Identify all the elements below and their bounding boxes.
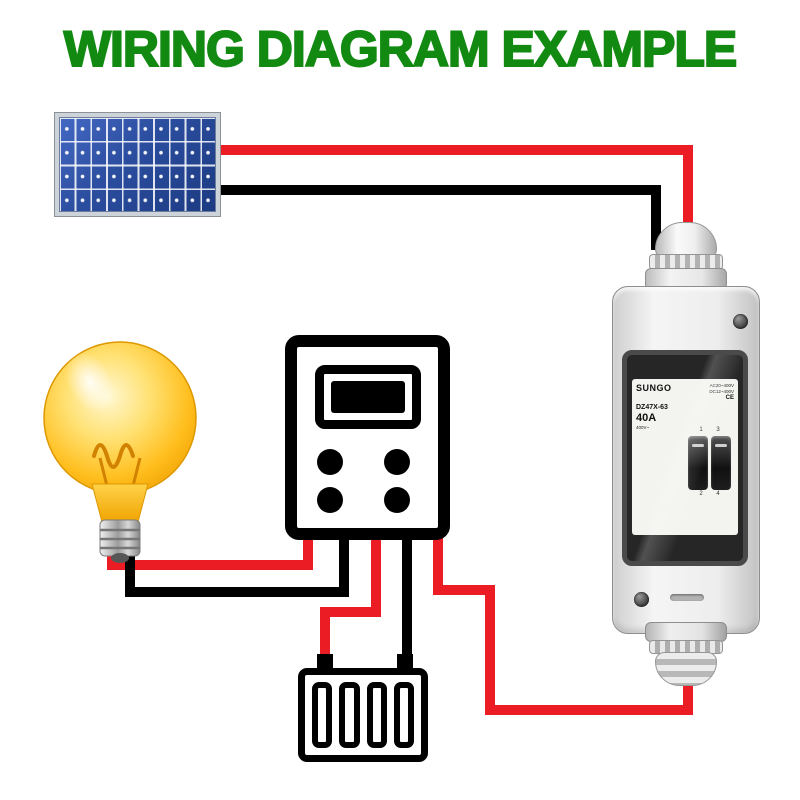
charge-controller (285, 335, 450, 540)
enclosure-slot (670, 594, 704, 601)
bulb-base-ridges (100, 528, 140, 550)
bulb-base-tip (111, 553, 129, 563)
breaker-brand: SUNGO (636, 383, 672, 393)
breaker-model: DZ47X-63 (636, 404, 668, 412)
battery-terminal-right (397, 654, 413, 670)
battery-cell (312, 682, 333, 748)
bulb-neck (91, 483, 149, 523)
circuit-breaker-enclosure: SUNGO AC20~400V DC12~400V CE DZ47X-63 40… (608, 220, 764, 690)
breaker-toggle-left (688, 436, 708, 490)
battery-cell (366, 682, 387, 748)
battery (290, 650, 436, 764)
breaker-toggle-right (711, 436, 731, 490)
page-title: WIRING DIAGRAM EXAMPLE (63, 20, 738, 78)
controller-button-top-right (384, 449, 410, 475)
controller-button-bottom-right (384, 487, 410, 513)
cable-gland-cap-bottom (655, 652, 717, 686)
battery-case (298, 668, 428, 762)
battery-terminal-left (317, 654, 333, 670)
breaker-spec-2: DC12~400V (709, 388, 734, 394)
din-breaker-face: SUNGO AC20~400V DC12~400V CE DZ47X-63 40… (632, 379, 738, 535)
breaker-handles: 1 3 2 4 (686, 427, 733, 499)
bulb-highlight (65, 351, 115, 413)
breaker-fine-print: 400V~ (636, 425, 650, 431)
controller-button-bottom-left (317, 487, 343, 513)
solar-panel (55, 113, 220, 216)
controller-button-top-left (317, 449, 343, 475)
cable-gland-collar-bottom (645, 622, 727, 642)
breaker-spec-1: AC20~400V (709, 383, 734, 388)
battery-cell (393, 682, 414, 748)
cable-gland-cap-top (655, 222, 717, 258)
light-bulb (43, 341, 197, 563)
ce-mark: CE (725, 394, 734, 401)
wire-load-negative (125, 525, 349, 597)
pole-numbers-top: 1 3 (699, 427, 720, 433)
wire-breaker-to-controller (433, 525, 693, 715)
battery-cell (339, 682, 360, 748)
wire-battery-positive (320, 525, 381, 667)
breaker-specs: AC20~400V DC12~400V CE (709, 383, 734, 402)
breaker-window: SUNGO AC20~400V DC12~400V CE DZ47X-63 40… (622, 350, 748, 566)
screw-bottom-left (634, 592, 649, 607)
pole-numbers-bottom: 2 4 (699, 491, 720, 497)
screw-top-right (733, 314, 748, 329)
controller-display-screen (331, 381, 405, 413)
wire-pv-negative-top (210, 185, 661, 250)
wire-pv-positive-top (210, 145, 693, 250)
bulb-filament (92, 443, 135, 469)
controller-display (315, 365, 421, 429)
breaker-rating: 40A (636, 412, 657, 425)
